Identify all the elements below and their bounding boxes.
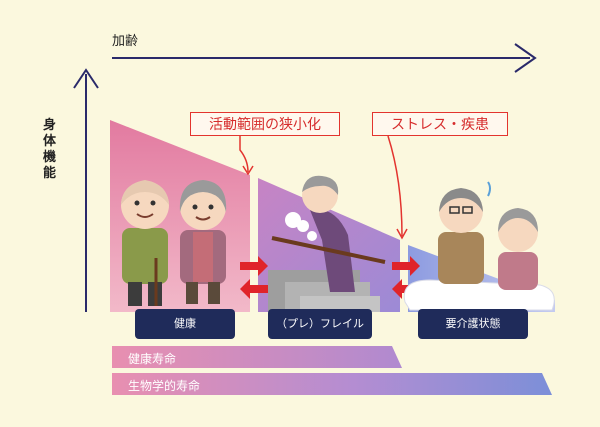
care-couple-illustration: [403, 181, 555, 311]
y-axis-arrowhead: [73, 68, 99, 89]
x-axis-arrowhead: [514, 43, 537, 73]
x-axis-label: 加齢: [112, 34, 139, 49]
y-axis-label: 身体機能: [43, 118, 57, 181]
biological-lifespan-label: 生物学的寿命: [128, 379, 201, 393]
callout-arrow-left: [239, 136, 249, 173]
stage-healthy: 健康: [135, 309, 235, 339]
callout-stress-disease: ストレス・疾患: [372, 112, 508, 136]
callout-activity-range: 活動範囲の狭小化: [190, 112, 340, 136]
healthy-lifespan-bar: [112, 346, 402, 368]
stage-frail: （プレ）フレイル: [268, 309, 372, 339]
biological-lifespan-bar: [112, 373, 552, 395]
stage-care: 要介護状態: [418, 309, 528, 339]
healthy-couple-illustration: [121, 180, 227, 306]
transition-arrows-healthy-frail: [240, 256, 268, 299]
healthy-lifespan-label: 健康寿命: [128, 352, 177, 366]
callout-arrow-right: [387, 135, 403, 237]
frail-person-illustration: [268, 175, 386, 312]
